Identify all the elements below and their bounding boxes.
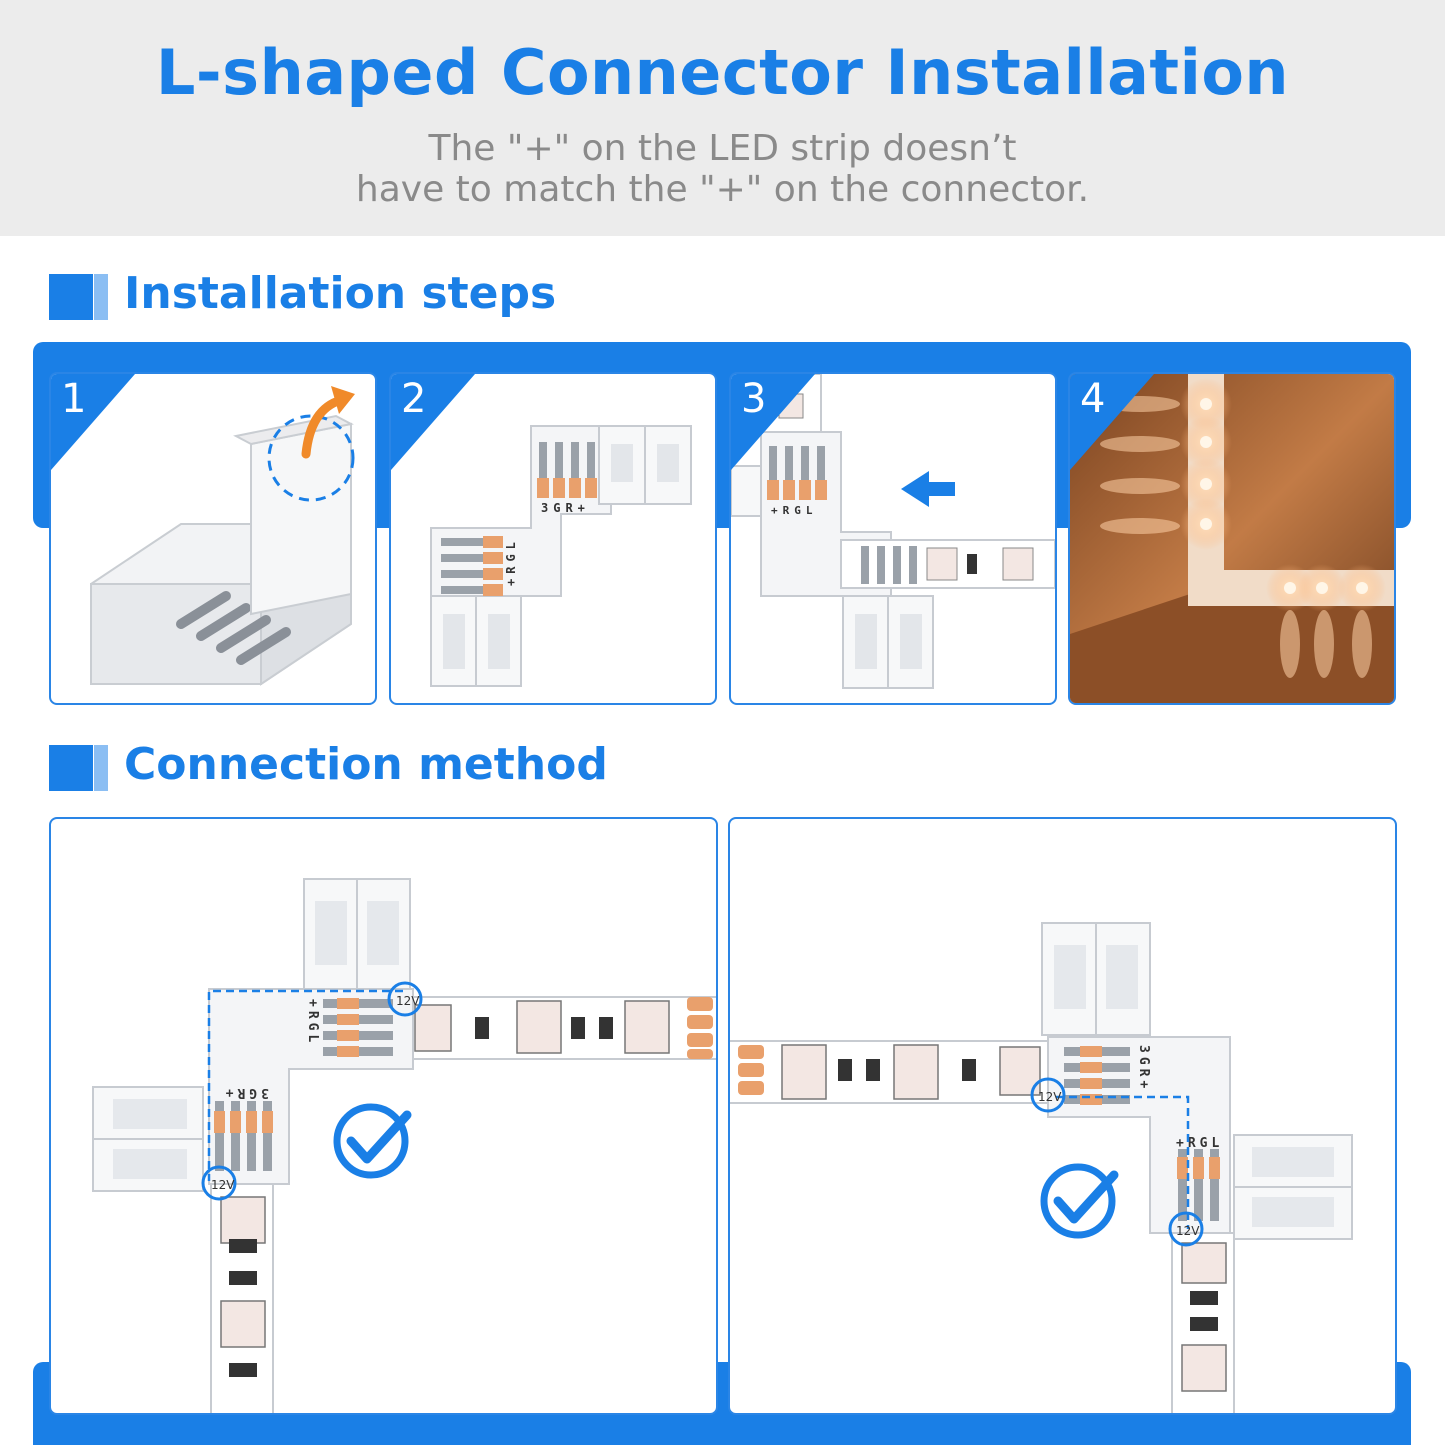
connection-method-panel-2: 3GR+ +RGL 12V 12V (728, 817, 1397, 1415)
check-circle-icon (1040, 1163, 1119, 1239)
pin-label-bottom: 3GR+ (222, 1085, 269, 1100)
led-lit-photo (1070, 374, 1394, 703)
step-card-1: 1 (49, 372, 377, 705)
connection-diagram-2: 3GR+ +RGL 12V 12V (730, 922, 1353, 1413)
connection-method-panel-1: +RGL 3GR+ 12V 12V (49, 817, 718, 1415)
section-marker-icon (49, 745, 108, 791)
pin-label-top: 3GR+ (541, 501, 590, 515)
volt-label: 12V (211, 1178, 235, 1192)
pin-label-side: +RGL (305, 999, 320, 1046)
corner-tab (51, 374, 135, 470)
connector-open-illustration (90, 386, 355, 686)
arrow-left-icon (901, 471, 955, 507)
section-marker-icon (49, 274, 108, 320)
header-band: L-shaped Connector Installation The "+" … (0, 0, 1445, 236)
step-number-2: 2 (401, 376, 427, 422)
pin-label-bottom: +RGL (1176, 1136, 1223, 1151)
subtitle-line-2: have to match the "+" on the connector. (355, 169, 1090, 210)
pin-label-side: 3GR+ (1136, 1045, 1151, 1092)
corner-tab (1070, 374, 1154, 470)
step-card-2: 2 3GR+ +RGL (389, 372, 717, 705)
check-circle-icon (333, 1103, 412, 1179)
step-card-3: 3 +RGL (729, 372, 1057, 705)
step-number-3: 3 (741, 376, 767, 422)
insert-strip-illustration: +RGL (731, 374, 1055, 689)
volt-label: 12V (1176, 1224, 1200, 1238)
installation-section-title: Installation steps (124, 268, 557, 319)
pin-label-side: +RGL (504, 537, 518, 586)
page-subtitle: The "+" on the LED strip doesn’t have to… (0, 128, 1445, 210)
step-number-4: 4 (1080, 376, 1106, 422)
step-card-4: 4 (1068, 372, 1396, 705)
pin-label-a: +RGL (771, 504, 818, 517)
corner-tab (391, 374, 475, 470)
l-connector-illustration: 3GR+ +RGL (430, 425, 692, 687)
corner-tab (731, 374, 815, 470)
subtitle-line-1: The "+" on the LED strip doesn’t (428, 128, 1017, 169)
page-title: L-shaped Connector Installation (155, 36, 1290, 109)
volt-label: 12V (396, 994, 420, 1008)
connection-diagram-1: +RGL 3GR+ 12V 12V (92, 878, 716, 1413)
volt-label: 12V (1038, 1090, 1062, 1104)
step-number-1: 1 (61, 376, 87, 422)
connection-section-title: Connection method (124, 739, 608, 790)
